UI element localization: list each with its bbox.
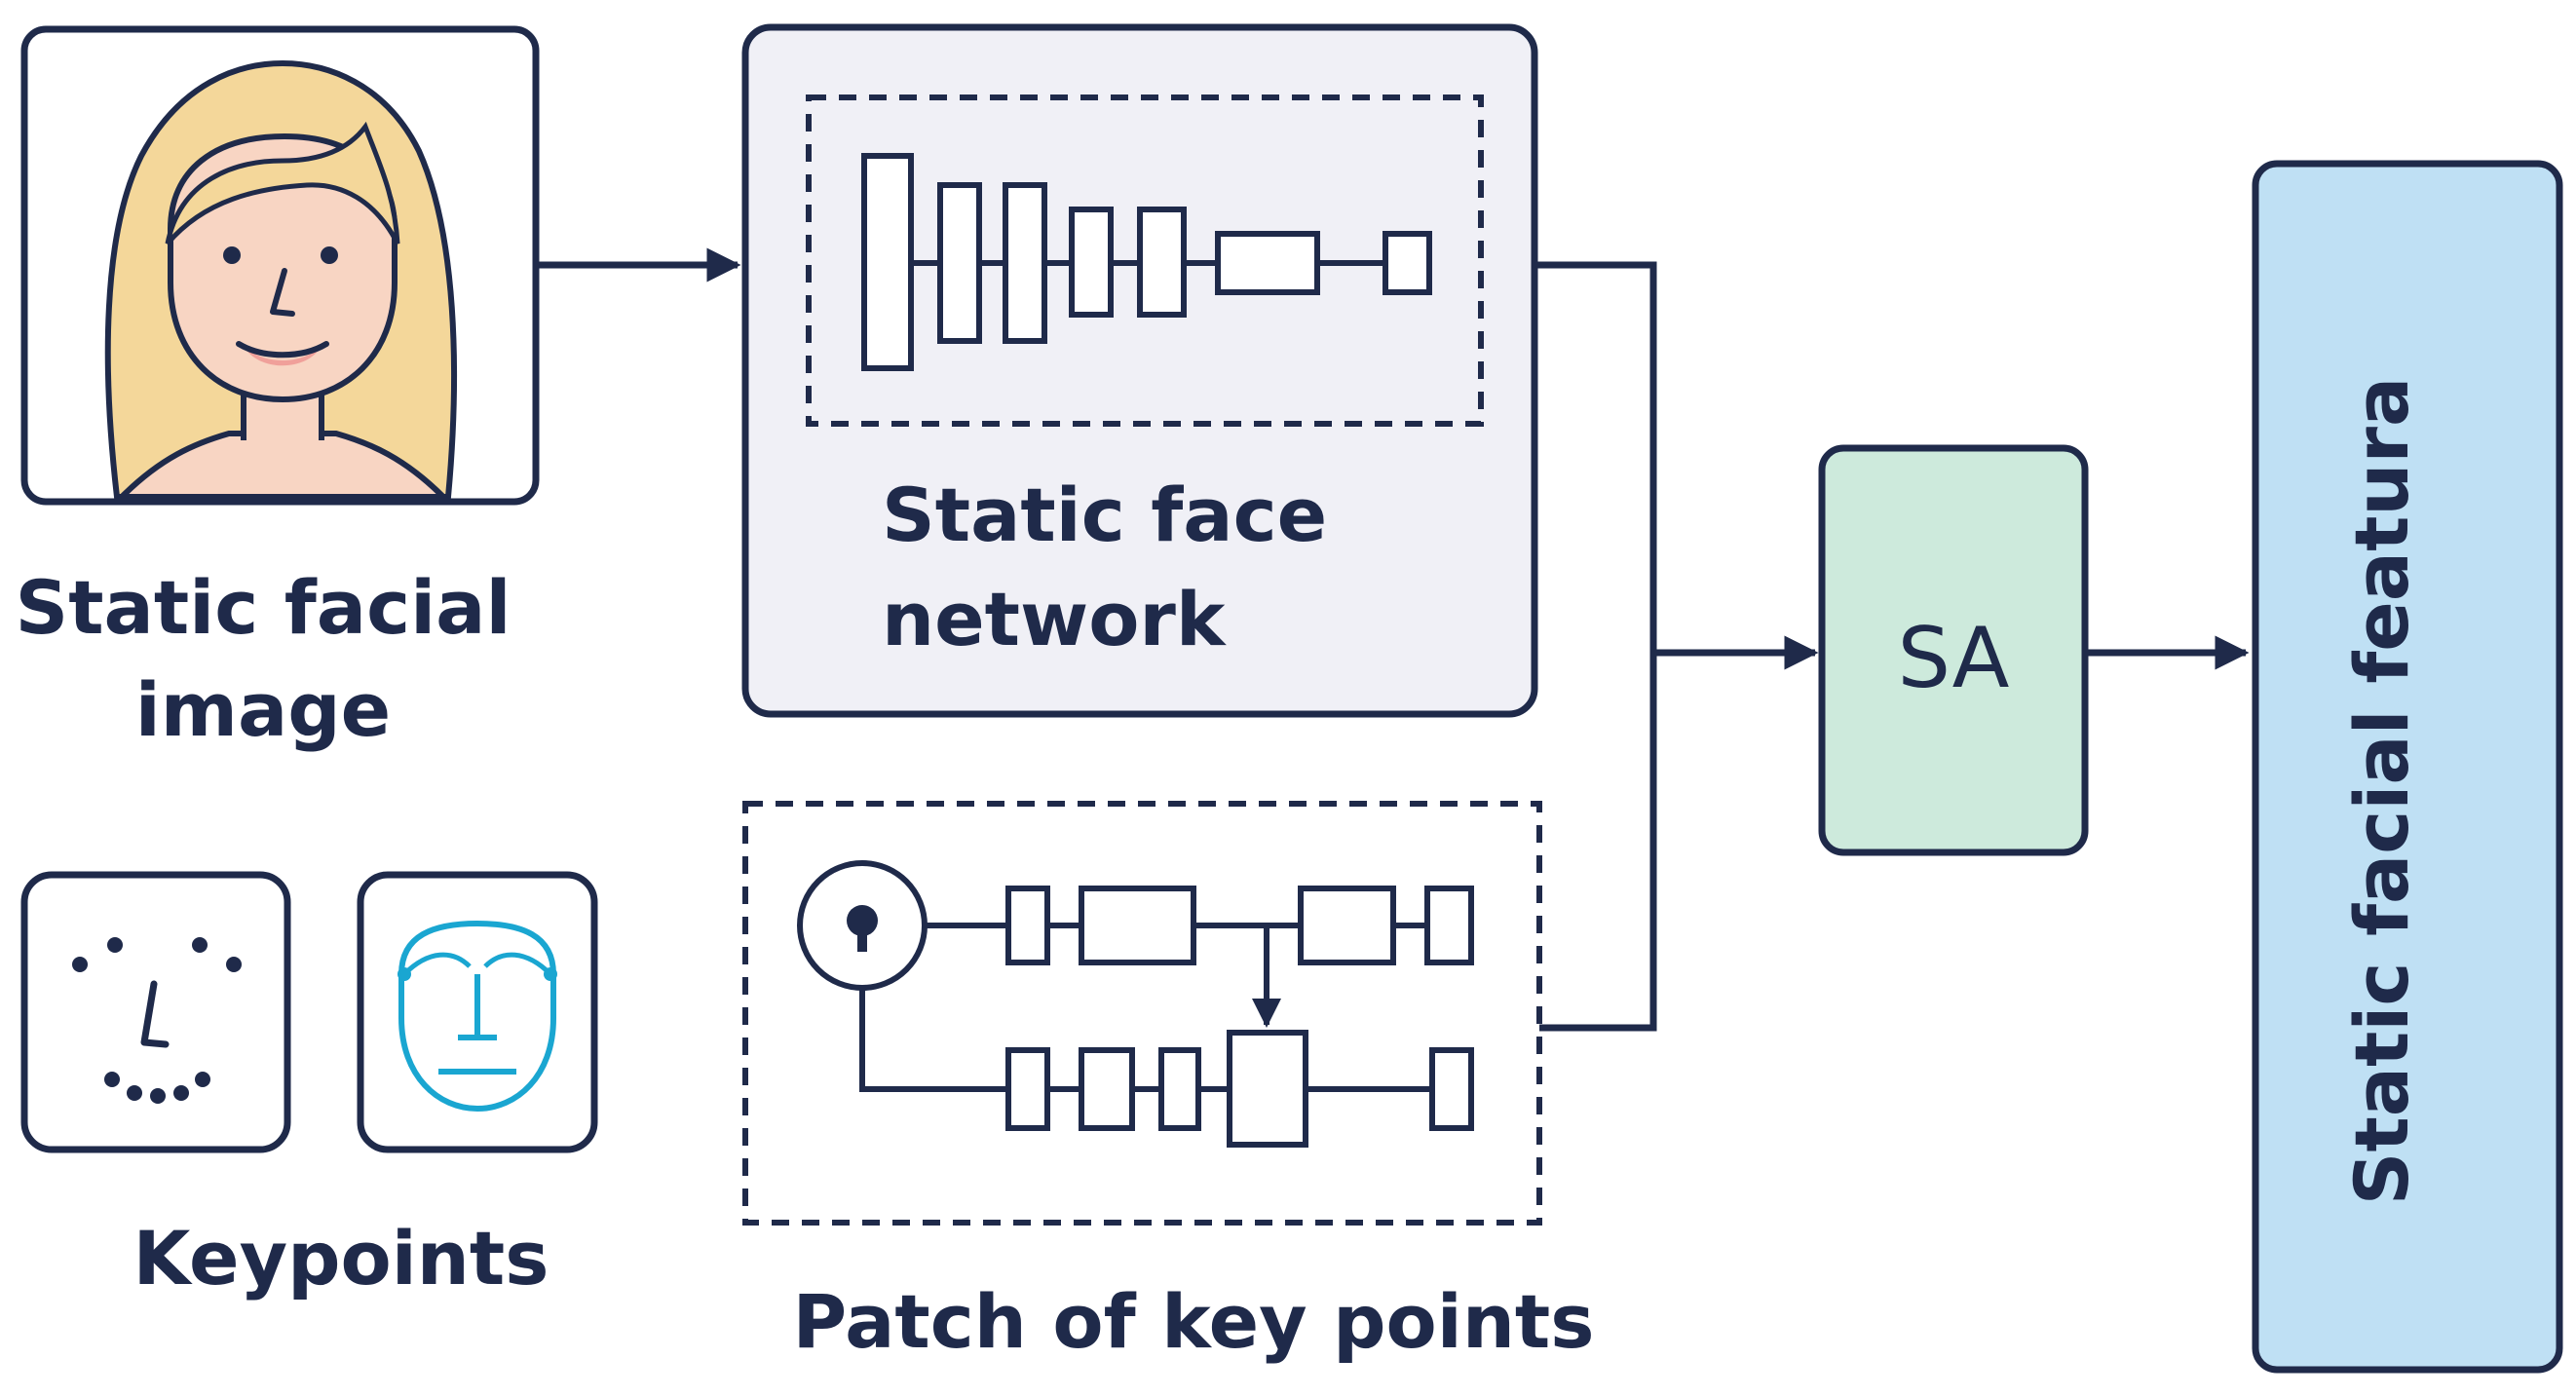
line-patch-out xyxy=(1539,653,1657,1032)
face-image-panel xyxy=(20,25,540,506)
right-eye xyxy=(321,246,338,264)
patch-of-key-points-label: Patch of key points xyxy=(792,1278,1594,1365)
static-face-network-label-line1: Static face xyxy=(882,472,1327,558)
sa-label: SA xyxy=(1897,610,2009,707)
face-illustration xyxy=(104,59,457,500)
static-facial-image-label-line1: Static facial xyxy=(15,564,511,651)
static-face-network-label-line2: network xyxy=(882,576,1227,662)
static-facial-image-label-line2: image xyxy=(135,666,391,753)
static-face-network-box xyxy=(741,23,1538,718)
connectors xyxy=(539,247,2250,1032)
output-feature-label: Static facial featura xyxy=(2338,377,2425,1206)
cnn-layers xyxy=(861,153,1432,371)
line-network-out xyxy=(1534,261,1657,653)
keypoints-label: Keypoints xyxy=(133,1215,549,1302)
keypoints-dots-box xyxy=(20,871,291,1153)
left-eye xyxy=(223,246,241,264)
patch-of-key-points-box xyxy=(742,801,1542,1226)
sa-block xyxy=(1818,444,2089,856)
output-feature-block xyxy=(2252,160,2563,1374)
keypoints-mesh-box xyxy=(357,871,598,1153)
